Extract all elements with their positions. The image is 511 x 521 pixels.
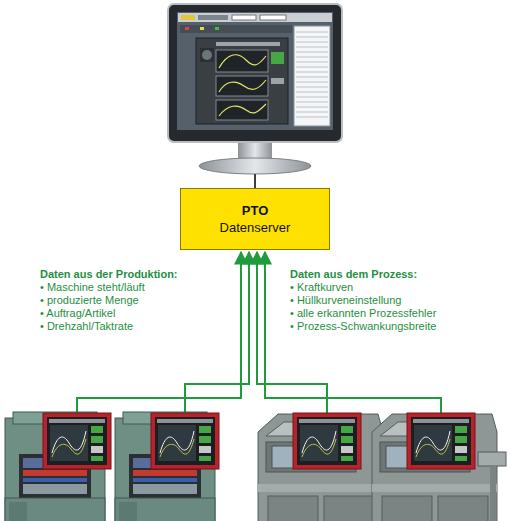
list-item: • Prozess-Schwankungsbreite: [290, 320, 436, 333]
list-heading: Daten aus dem Prozess:: [290, 268, 417, 281]
machine-screen: [43, 413, 111, 469]
machine-screen: [151, 413, 219, 469]
machine-screen: [293, 413, 361, 469]
list-heading: Daten aus der Produktion:: [40, 268, 178, 281]
lathe-machine: [372, 414, 497, 521]
node-subtitle: Datenserver: [220, 219, 291, 236]
node-title: PTO: [242, 202, 269, 219]
list-item: • produzierte Menge: [40, 294, 139, 307]
bar-feeder: [478, 452, 506, 521]
list-item: • Maschine steht/läuft: [40, 281, 145, 294]
list-item: • Hüllkurveneinstellung: [290, 294, 401, 307]
list-item: • Auftrag/Artikel: [40, 307, 115, 320]
list-item: • Drehzahl/Taktrate: [40, 320, 133, 333]
machine-screen: [407, 413, 475, 469]
list-item: • Kraftkurven: [290, 281, 353, 294]
monitor-cable: [254, 174, 256, 188]
monitor: [168, 4, 342, 174]
lathe-machine: [258, 414, 383, 521]
list-item: • alle erkannten Prozessfehler: [290, 307, 436, 320]
server-box: PTODatenserver: [180, 188, 330, 250]
